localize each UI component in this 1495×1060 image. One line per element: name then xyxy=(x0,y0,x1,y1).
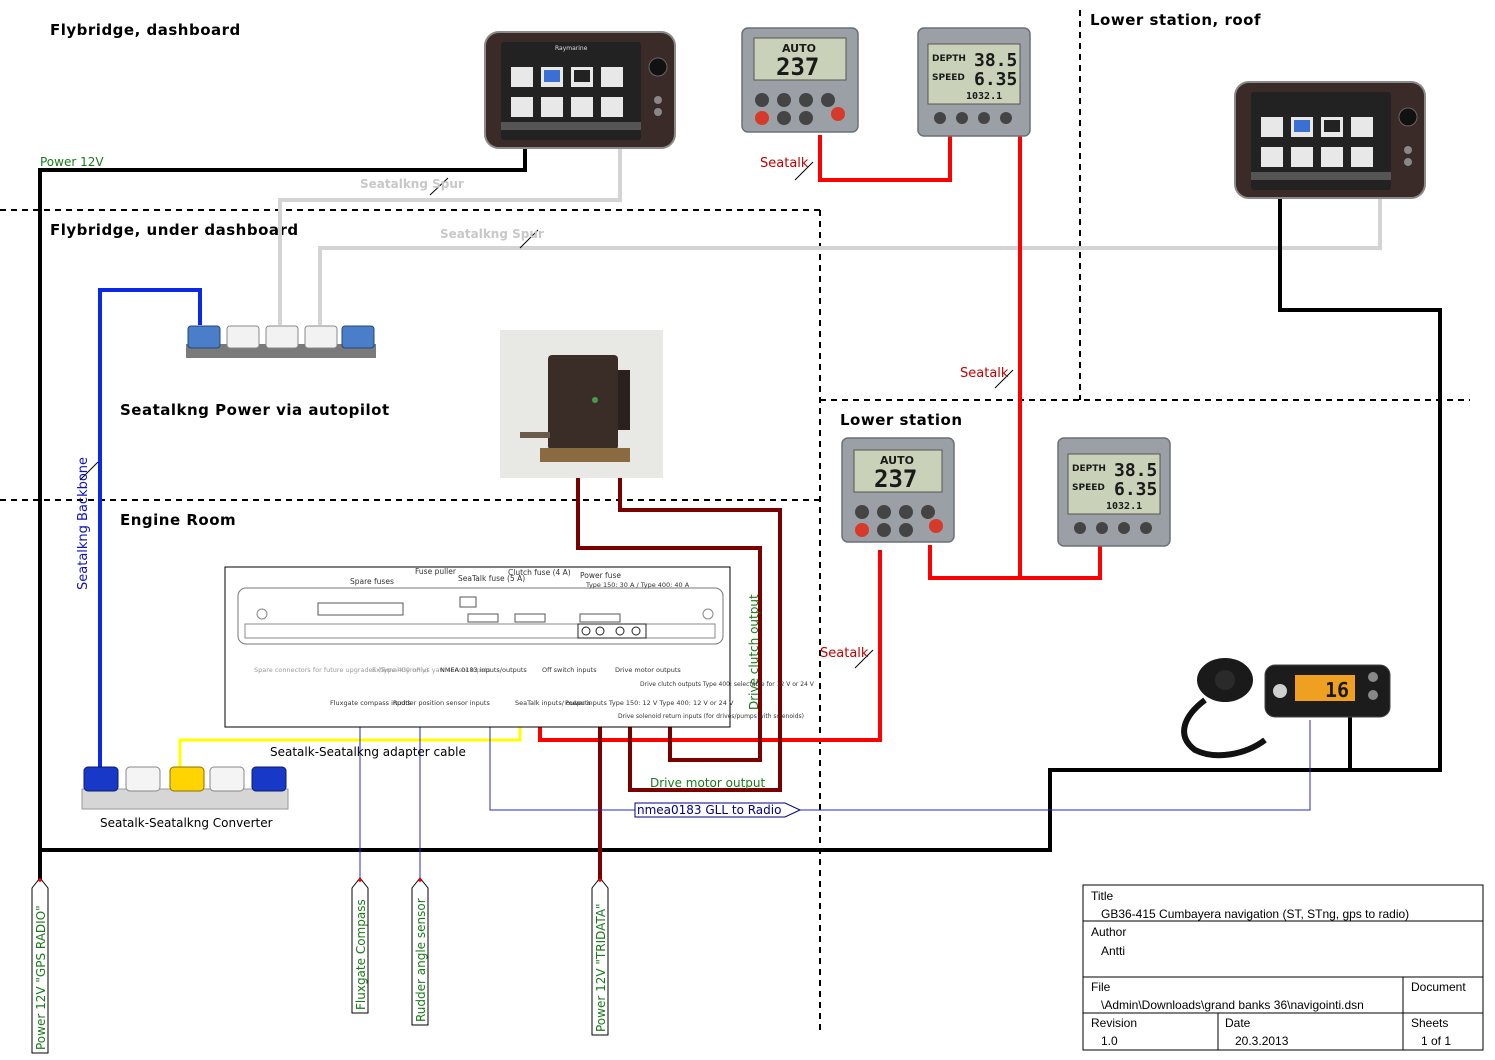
seatalk-label-1: Seatalk xyxy=(760,156,809,171)
date-value: 20.3.2013 xyxy=(1235,1034,1289,1048)
ecu-drive-solenoid: Drive solenoid return inputs (for drives… xyxy=(618,713,804,720)
zone-label-lower-station: Lower station xyxy=(840,411,963,429)
title-block: Title GB36-415 Cumbayera navigation (ST,… xyxy=(1082,884,1484,1051)
seatalkng-backbone-wire xyxy=(98,288,202,770)
seatalkng-spur-wires xyxy=(278,148,1382,325)
tridata-lower-speed: 6.35 xyxy=(1114,479,1157,500)
ecu-fuse-puller: Fuse puller xyxy=(415,567,457,576)
author-value: Antti xyxy=(1101,944,1125,958)
ecu-drive-motor-out: Drive motor outputs xyxy=(615,666,681,674)
tridata-lower: DEPTH 38.5 SPEED 6.35 1032.1 xyxy=(1057,437,1171,547)
autopilot-flybridge: AUTO 237 xyxy=(741,27,859,133)
drive-motor-label: Drive motor output xyxy=(650,776,766,790)
title-value: GB36-415 Cumbayera navigation (ST, STng,… xyxy=(1101,907,1409,921)
ecu-power-fuse-types: Type 150: 30 A / Type 400: 40 A xyxy=(585,581,690,589)
zone-label-flybridge-under: Flybridge, under dashboard xyxy=(50,221,299,239)
ecu-drive-clutch-out: Drive clutch outputs Type 400: selectabl… xyxy=(640,681,815,688)
port-tridata: Power 12V "TRIDATA" xyxy=(591,877,609,1036)
tridata-speed-label: SPEED xyxy=(932,73,965,83)
seatalk-label-2: Seatalk xyxy=(960,366,1009,381)
autopilot-heading: 237 xyxy=(776,53,819,81)
power-12v-wires xyxy=(38,140,1442,880)
tridata-lower-log: 1032.1 xyxy=(1106,501,1142,512)
ecu-seatalk-fuse: SeaTalk fuse (5 A) xyxy=(458,574,525,583)
spur-label-1: Seatalkng Spur xyxy=(360,177,464,191)
net-ticks xyxy=(79,161,1014,669)
tridata-log: 1032.1 xyxy=(966,91,1002,102)
autopilot-lower-mode: AUTO xyxy=(880,454,914,467)
title-label: Title xyxy=(1091,889,1114,903)
sheets-value: 1 of 1 xyxy=(1421,1034,1451,1048)
zone-label-lower-station-roof: Lower station, roof xyxy=(1090,11,1261,29)
autopilot-lower: AUTO 237 xyxy=(841,437,955,543)
author-label: Author xyxy=(1091,925,1126,939)
tridata-speed: 6.35 xyxy=(974,69,1017,90)
ecu-clutch-fuse: Clutch fuse (4 A) xyxy=(508,568,571,577)
port-fluxgate-label: Fluxgate Compass xyxy=(354,899,368,1010)
ecu-off-switch: Off switch inputs xyxy=(542,666,597,674)
document-label: Document xyxy=(1411,980,1466,994)
ecu-gyroplus: External GyroPlus yaw sensor inputs xyxy=(372,666,491,674)
ecu-nmea-io: NMEA 0183 inputs/outputs xyxy=(440,666,527,674)
adapter-cable-label: Seatalk-Seatalkng adapter cable xyxy=(270,745,466,759)
date-label: Date xyxy=(1225,1016,1251,1030)
nmea-radio-port: nmea0183 GLL to Radio xyxy=(634,802,802,818)
spur-label-2: Seatalkng Spur xyxy=(440,227,544,241)
tridata-lower-depth-label: DEPTH xyxy=(1072,464,1106,474)
zone-label-engine-room: Engine Room xyxy=(120,511,236,529)
port-tridata-label: Power 12V "TRIDATA" xyxy=(594,903,608,1032)
autopilot-ecu: Spare fuses Fuse puller SeaTalk fuse (5 … xyxy=(224,566,815,728)
tridata-lower-speed-label: SPEED xyxy=(1072,483,1105,493)
revision-value: 1.0 xyxy=(1101,1034,1118,1048)
ecu-seatalk-io: SeaTalk inputs/ outputs xyxy=(515,699,591,707)
tridata-depth: 38.5 xyxy=(974,50,1017,71)
ecu-fluxgate-inputs: Fluxgate compass inputs xyxy=(330,699,412,707)
port-rudder: Rudder angle sensor xyxy=(411,877,429,1026)
backbone-label: Seatalkng Backbone xyxy=(76,457,91,590)
mfd-brand: Raymarine xyxy=(555,45,588,52)
drive-clutch-label: Drive clutch output xyxy=(747,594,761,710)
radio-channel: 16 xyxy=(1325,678,1349,702)
zone-label-flybridge-dashboard: Flybridge, dashboard xyxy=(50,21,241,39)
revision-label: Revision xyxy=(1091,1016,1137,1030)
seatalkng-power-label: Seatalkng Power via autopilot xyxy=(120,401,390,419)
sheets-label: Sheets xyxy=(1411,1016,1448,1030)
mfd-flybridge: Raymarine xyxy=(484,31,676,149)
tridata-flybridge: DEPTH 38.5 SPEED 6.35 1032.1 xyxy=(917,27,1031,137)
file-label: File xyxy=(1091,980,1111,994)
port-rudder-label: Rudder angle sensor xyxy=(414,898,428,1022)
zone-dividers xyxy=(0,10,1470,1030)
tridata-lower-depth: 38.5 xyxy=(1114,460,1157,481)
file-value: \Admin\Downloads\grand banks 36\navigoin… xyxy=(1101,998,1364,1012)
autopilot-lower-heading: 237 xyxy=(874,465,917,493)
autopilot-mode: AUTO xyxy=(782,42,816,55)
seatalk-converter-block xyxy=(81,766,289,810)
ecu-power-inputs: Power inputs Type 150: 12 V Type 400: 12… xyxy=(565,699,734,707)
port-fluxgate: Fluxgate Compass xyxy=(351,877,369,1014)
ecu-spare-connectors: Spare connectors for future upgrades (Ty… xyxy=(254,666,428,674)
ecu-spare-fuses: Spare fuses xyxy=(350,577,394,586)
seatalkng-5way-block xyxy=(186,325,376,358)
converter-label: Seatalk-Seatalkng Converter xyxy=(100,816,273,830)
vhf-radio: 16 xyxy=(1181,658,1391,759)
port-gps-radio-label: Power 12V "GPS RADIO" xyxy=(34,905,48,1050)
nmea-radio-label: nmea0183 GLL to Radio xyxy=(637,803,781,817)
power-12v-label: Power 12V xyxy=(40,155,104,169)
ecu-power-fuse: Power fuse xyxy=(580,571,621,580)
seatalk-label-3: Seatalk xyxy=(820,646,869,661)
mfd-lower-station xyxy=(1234,81,1426,199)
tridata-depth-label: DEPTH xyxy=(932,54,966,64)
ecu-rudder-inputs: Rudder position sensor inputs xyxy=(393,699,490,707)
drive-unit xyxy=(500,330,663,478)
port-gps-radio: Power 12V "GPS RADIO" xyxy=(31,877,49,1054)
